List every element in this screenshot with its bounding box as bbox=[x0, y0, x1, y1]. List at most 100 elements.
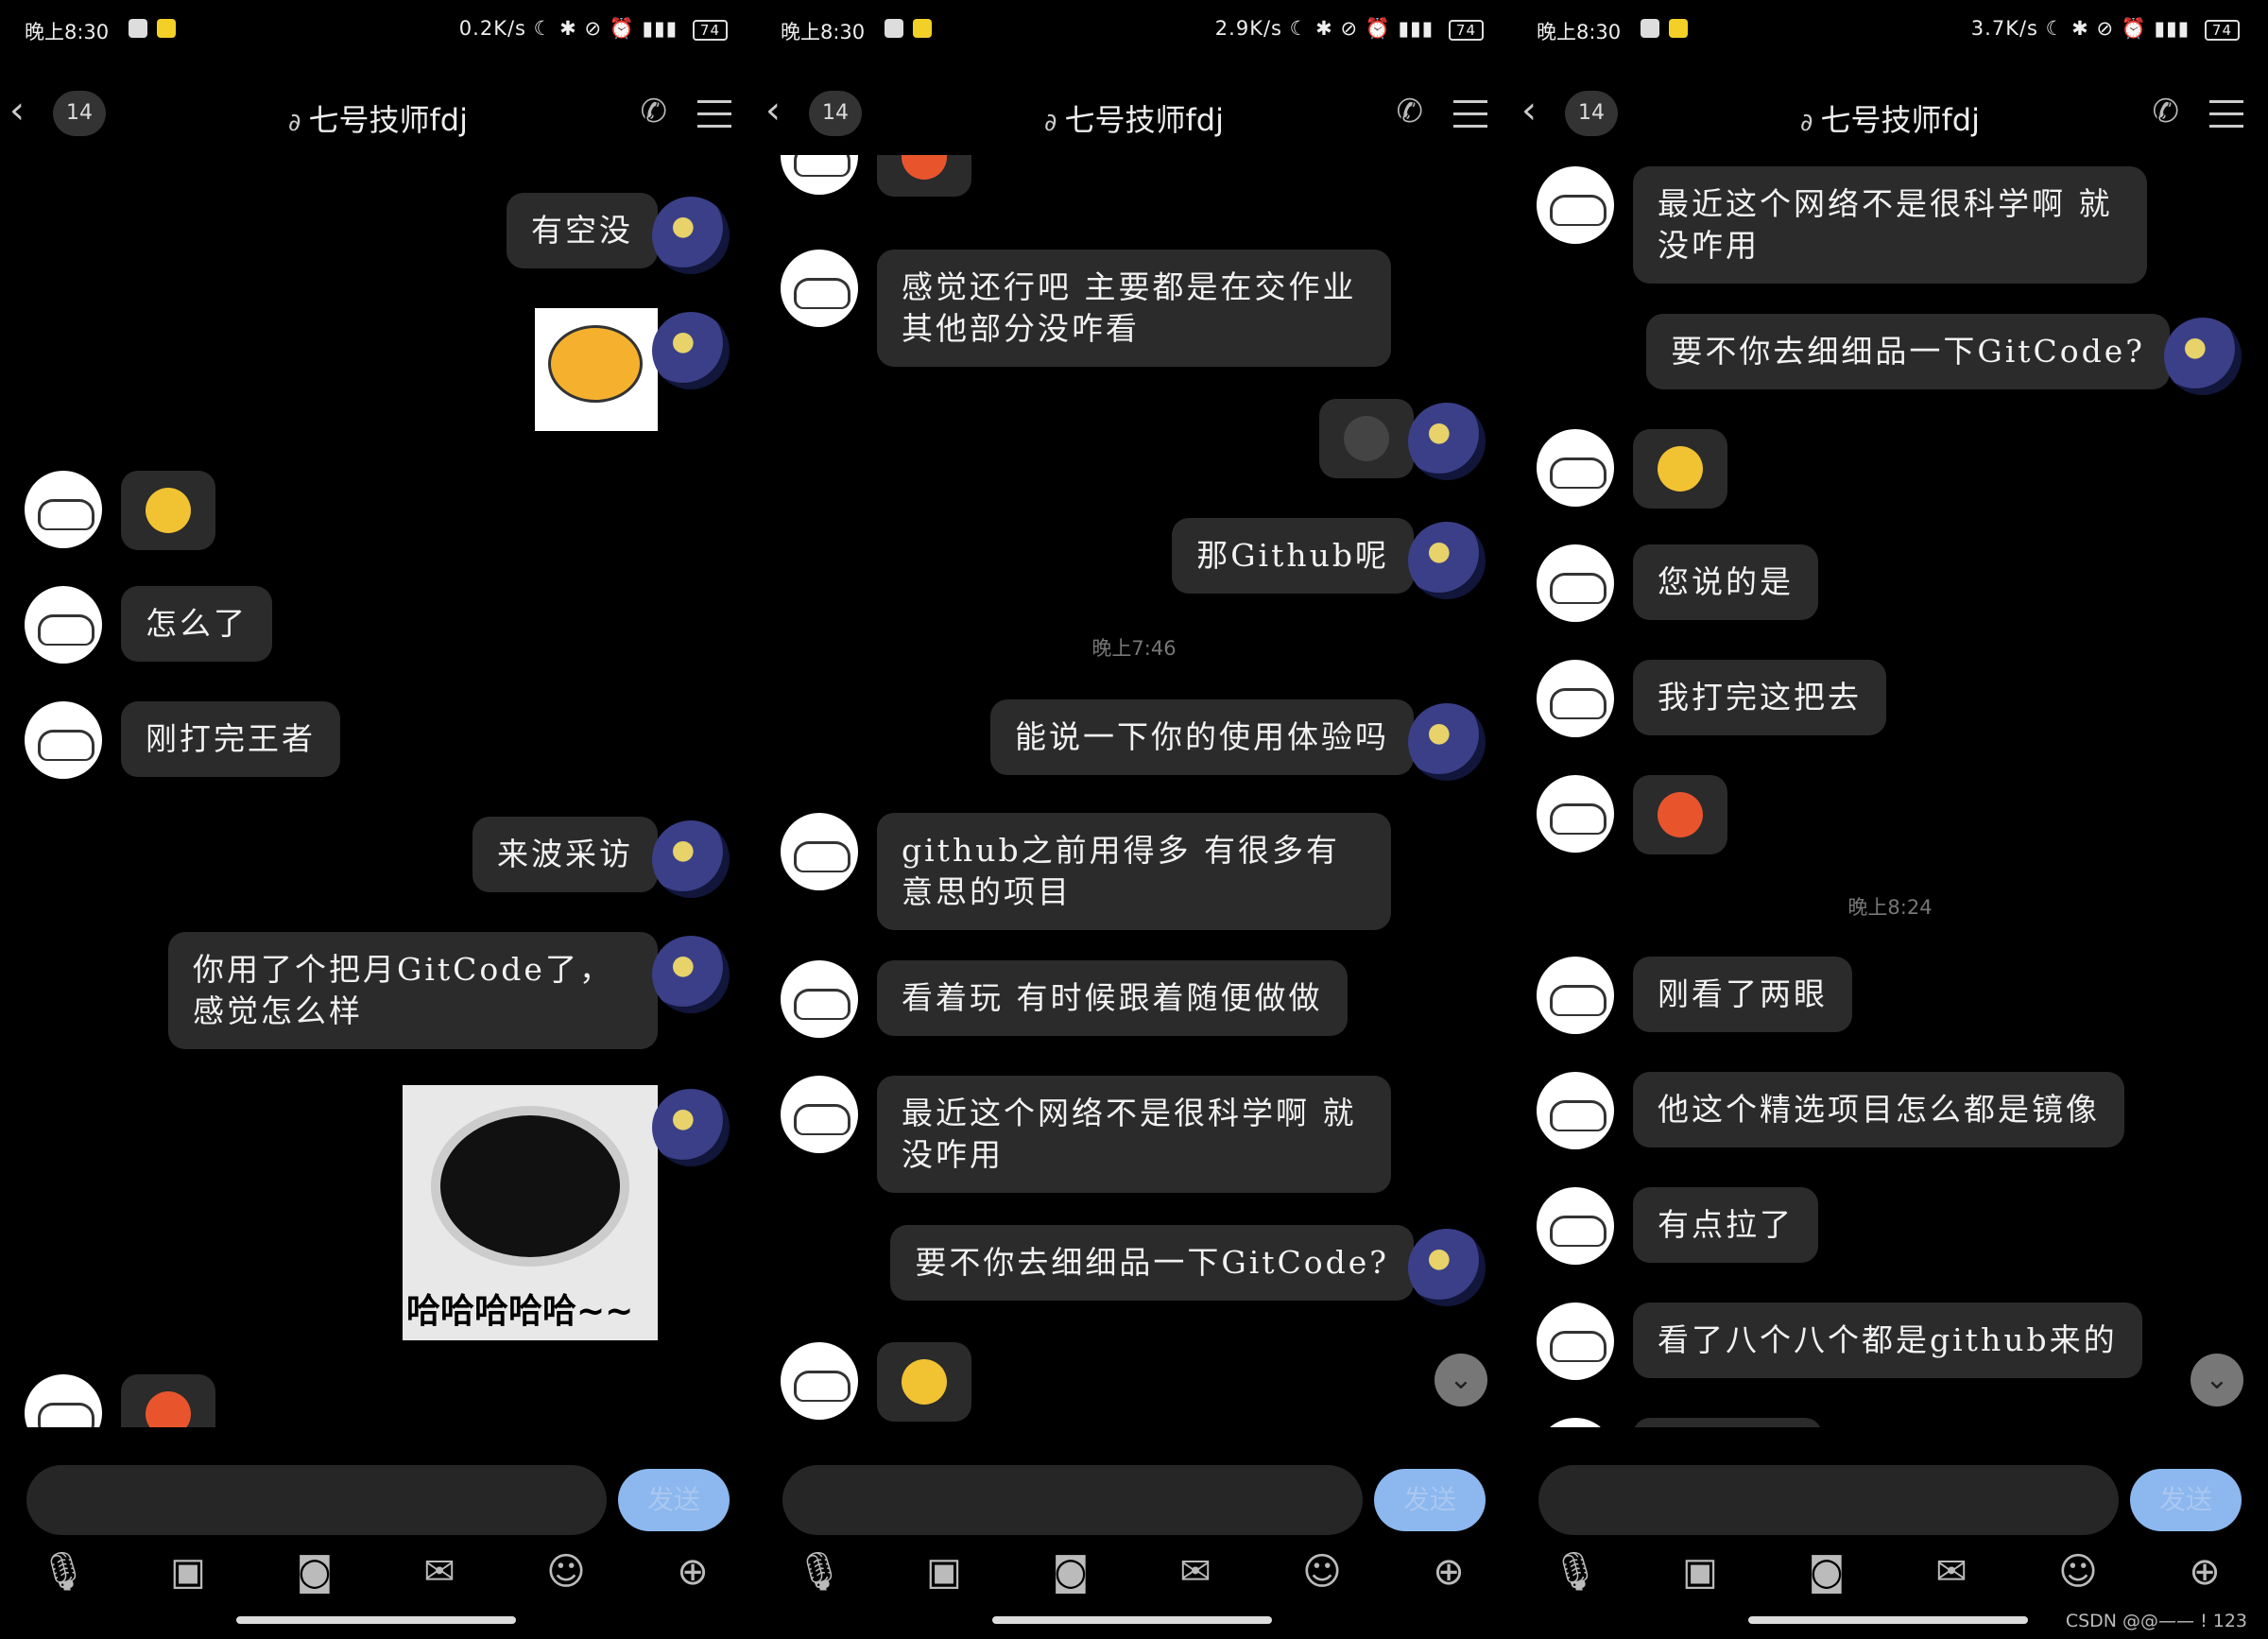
emoji-message[interactable] bbox=[121, 1374, 215, 1427]
message-bubble[interactable]: 能说一下你的使用体验吗 bbox=[990, 699, 1414, 775]
menu-icon[interactable] bbox=[2209, 100, 2243, 137]
my-avatar[interactable] bbox=[652, 1089, 730, 1166]
back-icon[interactable]: ‹ bbox=[1521, 89, 1537, 132]
image-icon[interactable]: ▣ bbox=[1682, 1550, 1718, 1594]
message-input[interactable] bbox=[26, 1465, 607, 1535]
message-list[interactable]: 有空没 怎么了 刚打完王者 来波采访 你用了个把月GitCode了，感觉怎么样 bbox=[0, 155, 756, 1427]
contact-avatar[interactable] bbox=[781, 813, 858, 890]
contact-avatar[interactable] bbox=[25, 586, 102, 664]
my-avatar[interactable] bbox=[652, 820, 730, 898]
emoji-message[interactable] bbox=[1633, 775, 1727, 854]
contact-avatar[interactable] bbox=[1537, 957, 1614, 1034]
mic-icon[interactable]: 🎙 bbox=[1551, 1550, 1600, 1594]
message-bubble[interactable]: 怎么了 bbox=[121, 586, 272, 662]
emoji-message[interactable] bbox=[1319, 399, 1414, 478]
mic-icon[interactable]: 🎙 bbox=[39, 1550, 88, 1594]
emoji-icon[interactable]: ☺ bbox=[2058, 1550, 2098, 1594]
redpacket-icon[interactable]: ✉ bbox=[423, 1550, 455, 1594]
message-bubble[interactable]: 您说的是 bbox=[1633, 544, 1818, 620]
contact-avatar[interactable] bbox=[1537, 775, 1614, 853]
scroll-down-icon[interactable]: ⌄ bbox=[2191, 1354, 2243, 1406]
message-bubble[interactable]: 刚打完王者 bbox=[121, 701, 340, 777]
message-bubble[interactable]: 你用了个把月GitCode了，感觉怎么样 bbox=[168, 932, 658, 1049]
message-bubble[interactable]: 看了八个八个都是github来的 bbox=[1633, 1303, 2142, 1378]
contact-avatar[interactable] bbox=[1537, 1187, 1614, 1265]
my-avatar[interactable] bbox=[652, 197, 730, 274]
camera-icon[interactable]: ◙ bbox=[1052, 1550, 1090, 1594]
message-bubble[interactable]: 我打完这把去 bbox=[1633, 660, 1886, 735]
message-bubble[interactable]: 来波采访 bbox=[472, 817, 658, 892]
emoji-message[interactable] bbox=[877, 155, 971, 197]
contact-avatar[interactable] bbox=[25, 701, 102, 779]
camera-icon[interactable]: ◙ bbox=[1808, 1550, 1846, 1594]
message-input[interactable] bbox=[1538, 1465, 2119, 1535]
contact-avatar[interactable] bbox=[1537, 429, 1614, 507]
message-bubble[interactable]: 有点拉了 bbox=[1633, 1187, 1818, 1263]
message-bubble[interactable]: 他这个精选项目怎么都是镜像 bbox=[1633, 1072, 2124, 1147]
message-bubble[interactable]: 看着玩 有时候跟着随便做做 bbox=[877, 960, 1348, 1036]
image-icon[interactable]: ▣ bbox=[926, 1550, 962, 1594]
my-avatar[interactable] bbox=[652, 312, 730, 389]
contact-avatar[interactable] bbox=[1537, 660, 1614, 737]
message-bubble[interactable]: 那Github呢 bbox=[1172, 518, 1414, 594]
message-bubble-partial[interactable] bbox=[1633, 1418, 1822, 1427]
camera-icon[interactable]: ◙ bbox=[296, 1550, 334, 1594]
plus-icon[interactable]: ⊕ bbox=[2189, 1550, 2221, 1594]
image-icon[interactable]: ▣ bbox=[170, 1550, 206, 1594]
sticker-laugh[interactable]: 哈哈哈哈哈~~ bbox=[403, 1085, 658, 1340]
unread-count[interactable]: 14 bbox=[1565, 91, 1618, 136]
message-bubble[interactable]: 要不你去细细品一下GitCode? bbox=[890, 1225, 1414, 1301]
contact-avatar[interactable] bbox=[1537, 1418, 1614, 1427]
phone-icon[interactable]: ✆ bbox=[640, 93, 668, 130]
home-indicator[interactable] bbox=[236, 1616, 516, 1624]
my-avatar[interactable] bbox=[2164, 318, 2242, 395]
contact-avatar[interactable] bbox=[25, 471, 102, 548]
emoji-icon[interactable]: ☺ bbox=[546, 1550, 586, 1594]
message-bubble[interactable]: github之前用得多 有很多有意思的项目 bbox=[877, 813, 1391, 930]
mic-icon[interactable]: 🎙 bbox=[795, 1550, 844, 1594]
sticker-smile[interactable] bbox=[535, 308, 658, 431]
contact-avatar[interactable] bbox=[781, 960, 858, 1038]
home-indicator[interactable] bbox=[1748, 1616, 2028, 1624]
my-avatar[interactable] bbox=[1408, 403, 1486, 480]
emoji-message[interactable] bbox=[1633, 429, 1727, 509]
my-avatar[interactable] bbox=[652, 936, 730, 1013]
contact-avatar[interactable] bbox=[1537, 1303, 1614, 1380]
unread-count[interactable]: 14 bbox=[53, 91, 106, 136]
redpacket-icon[interactable]: ✉ bbox=[1935, 1550, 1967, 1594]
phone-icon[interactable]: ✆ bbox=[2152, 93, 2180, 130]
message-bubble[interactable]: 要不你去细细品一下GitCode? bbox=[1646, 314, 2170, 389]
unread-count[interactable]: 14 bbox=[809, 91, 862, 136]
contact-avatar[interactable] bbox=[781, 1076, 858, 1153]
my-avatar[interactable] bbox=[1408, 1229, 1486, 1306]
send-button[interactable]: 发送 bbox=[1374, 1469, 1486, 1531]
message-bubble[interactable]: 有空没 bbox=[507, 193, 658, 268]
scroll-down-icon[interactable]: ⌄ bbox=[1435, 1354, 1487, 1406]
emoji-icon[interactable]: ☺ bbox=[1302, 1550, 1342, 1594]
message-input[interactable] bbox=[782, 1465, 1363, 1535]
back-icon[interactable]: ‹ bbox=[9, 89, 25, 132]
contact-avatar[interactable] bbox=[1537, 544, 1614, 622]
redpacket-icon[interactable]: ✉ bbox=[1179, 1550, 1211, 1594]
contact-avatar[interactable] bbox=[781, 1342, 858, 1420]
plus-icon[interactable]: ⊕ bbox=[677, 1550, 709, 1594]
my-avatar[interactable] bbox=[1408, 703, 1486, 781]
plus-icon[interactable]: ⊕ bbox=[1433, 1550, 1465, 1594]
message-bubble[interactable]: 最近这个网络不是很科学啊 就没咋用 bbox=[1633, 166, 2147, 284]
contact-avatar[interactable] bbox=[1537, 166, 1614, 244]
message-bubble[interactable]: 感觉还行吧 主要都是在交作业 其他部分没咋看 bbox=[877, 250, 1391, 367]
message-list[interactable]: 最近这个网络不是很科学啊 就没咋用 要不你去细细品一下GitCode? 您说的是… bbox=[1512, 155, 2268, 1427]
send-button[interactable]: 发送 bbox=[618, 1469, 730, 1531]
contact-avatar[interactable] bbox=[1537, 1072, 1614, 1149]
contact-avatar[interactable] bbox=[781, 155, 858, 195]
contact-avatar[interactable] bbox=[25, 1374, 102, 1427]
message-bubble[interactable]: 刚看了两眼 bbox=[1633, 957, 1852, 1032]
contact-avatar[interactable] bbox=[781, 250, 858, 327]
send-button[interactable]: 发送 bbox=[2130, 1469, 2242, 1531]
home-indicator[interactable] bbox=[992, 1616, 1272, 1624]
message-list[interactable]: 感觉还行吧 主要都是在交作业 其他部分没咋看 那Github呢 晚上7:46 能… bbox=[756, 155, 1512, 1427]
message-bubble[interactable]: 最近这个网络不是很科学啊 就没咋用 bbox=[877, 1076, 1391, 1193]
menu-icon[interactable] bbox=[1453, 100, 1487, 137]
back-icon[interactable]: ‹ bbox=[765, 89, 781, 132]
emoji-message[interactable] bbox=[877, 1342, 971, 1422]
